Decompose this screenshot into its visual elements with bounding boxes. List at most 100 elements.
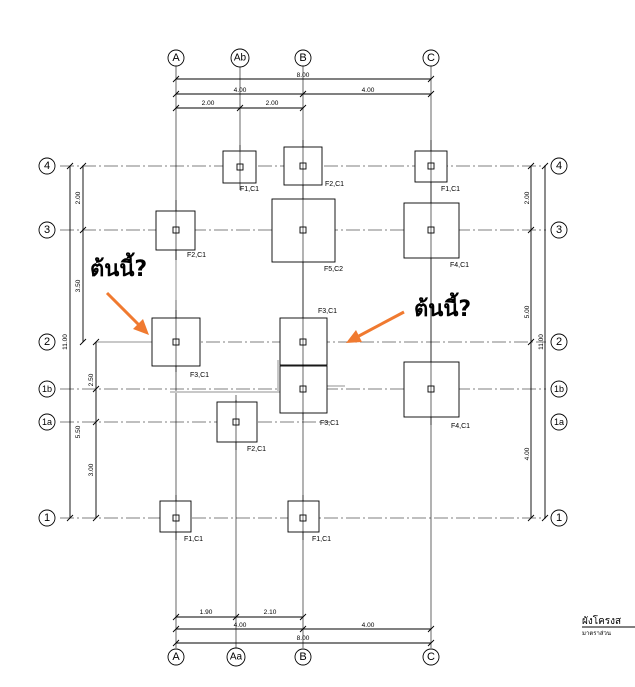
grid-bubble-label: 4 xyxy=(44,160,50,172)
grid-bubble-1a xyxy=(550,413,568,431)
grid-bubble-C xyxy=(422,648,440,666)
footing-c1b xyxy=(403,361,460,418)
grid-bubble-3 xyxy=(550,221,568,239)
footing-label: F1,C1 xyxy=(240,186,259,193)
grid-bubble-4 xyxy=(550,157,568,175)
grid-bubble-Aa xyxy=(226,647,246,667)
grid-bubble-label: 4 xyxy=(556,160,562,172)
footings: F1,C1 F2,C1 F1,C1 F2,C1 F5,C2 F4,C1 F3,C… xyxy=(151,146,470,543)
right-dimensions: 2.00 5.00 4.00 11.00 xyxy=(524,162,549,522)
footing-a3 xyxy=(155,210,196,251)
annotation-left: ต้นนี้? xyxy=(90,252,149,335)
arrowhead-right-icon xyxy=(346,330,362,343)
dim-bottom-ab: 4.00 xyxy=(234,622,247,629)
dim-top-bc: 4.00 xyxy=(362,87,375,94)
footing-label: F3,C1 xyxy=(190,372,209,379)
grid-bubble-B xyxy=(294,49,312,67)
footing-label: F3,C1 xyxy=(318,308,337,315)
question-label-left: ต้นนี้? xyxy=(90,252,147,282)
arrowhead-left-icon xyxy=(133,319,149,335)
grid-bubble-label: 2 xyxy=(556,336,562,348)
footing-label: F4,C1 xyxy=(451,423,470,430)
footing-b2 xyxy=(279,317,328,366)
footing-label: F2,C1 xyxy=(187,252,206,259)
footing-label: F1,C1 xyxy=(312,536,331,543)
question-label-right: ต้นนี้? xyxy=(414,292,471,322)
grid-bubble-label: Ab xyxy=(234,53,247,64)
dim-bottom-aa-b: 2.10 xyxy=(264,609,277,616)
grid-bubble-3 xyxy=(38,221,56,239)
grid-bubble-label: 2 xyxy=(44,336,50,348)
grid-bubble-A xyxy=(167,648,185,666)
dim-top-a-ab: 2.00 xyxy=(202,100,215,107)
grid-bubble-label: 1 xyxy=(44,512,50,524)
grid-bubble-Ab xyxy=(230,48,250,68)
footing-a1 xyxy=(159,500,192,533)
footing-label: F4,C1 xyxy=(450,262,469,269)
grid-bubble-C xyxy=(422,49,440,67)
grid-bubble-label: A xyxy=(172,651,180,663)
arrow-right-icon xyxy=(356,310,405,339)
grid-bubble-1 xyxy=(550,509,568,527)
grid-bubble-label: 1a xyxy=(42,417,52,427)
column-bubbles-top: A Ab B C xyxy=(167,48,440,68)
dim-top-ab-b: 2.00 xyxy=(266,100,279,107)
dim-right-r4-r3: 2.00 xyxy=(524,191,531,204)
footing-b1b xyxy=(279,365,328,414)
footing-ab4 xyxy=(222,150,257,184)
grid-bubble-label: B xyxy=(299,651,306,663)
left-dimensions: 11.00 2.00 3.50 2.50 5.50 3.00 xyxy=(62,162,100,522)
grid-bubble-label: 1b xyxy=(554,384,564,394)
dim-right-total: 11.00 xyxy=(538,334,545,350)
arrow-left-icon xyxy=(105,291,142,328)
grid-bubble-1b xyxy=(38,380,56,398)
dim-top-ab: 4.00 xyxy=(234,87,247,94)
grid-bubble-label: C xyxy=(427,52,435,64)
footing-label: F1,C1 xyxy=(184,536,203,543)
grid-bubble-A xyxy=(167,49,185,67)
column-bubbles-bottom: A Aa B C xyxy=(167,647,440,667)
grid-bubble-label: 3 xyxy=(44,224,50,236)
footing-b1 xyxy=(287,500,320,533)
grid-bubble-label: A xyxy=(172,52,180,64)
title-block: ผังโครงส มาตราส่วน xyxy=(582,614,635,637)
grid-bubble-label: B xyxy=(299,52,306,64)
dim-top-total: 8.00 xyxy=(297,72,310,79)
footing-b3 xyxy=(271,198,336,263)
grid-bubble-label: 1a xyxy=(554,417,564,427)
footing-label: F1,C1 xyxy=(441,186,460,193)
grid-bubble-label: 1b xyxy=(42,384,52,394)
grid-bubble-label: C xyxy=(427,651,435,663)
grid-bubble-2 xyxy=(550,333,568,351)
dim-left-r2-r1b: 2.50 xyxy=(88,373,95,386)
dim-right-r3-r2: 5.00 xyxy=(524,305,531,318)
dim-left-r4-r3: 2.00 xyxy=(75,191,82,204)
grid-bubble-1 xyxy=(38,509,56,527)
grid-bubble-1a xyxy=(38,413,56,431)
grid-bubble-4 xyxy=(38,157,56,175)
footing-aa1a xyxy=(216,401,258,443)
dim-bottom-bc: 4.00 xyxy=(362,622,375,629)
grid-bubble-1b xyxy=(550,380,568,398)
annotation-right: ต้นนี้? xyxy=(346,292,471,343)
row-bubbles-left: 4 3 2 1b 1a 1 xyxy=(38,157,56,527)
dim-bottom-total: 8.00 xyxy=(297,635,310,642)
dim-left-r1b-r1: 5.50 xyxy=(75,425,82,438)
dim-left-total: 11.00 xyxy=(62,334,69,350)
top-dimensions: 8.00 4.00 4.00 2.00 2.00 xyxy=(172,72,435,112)
drawing-title: ผังโครงส xyxy=(582,614,621,627)
footing-label: F2,C1 xyxy=(247,446,266,453)
drawing-scale: มาตราส่วน xyxy=(582,630,611,637)
grid-bubble-label: Aa xyxy=(230,652,243,663)
bottom-dimensions: 1.90 2.10 4.00 4.00 8.00 xyxy=(172,609,435,647)
dim-right-r2-r1: 4.00 xyxy=(524,447,531,460)
dim-left-r1a-r1: 3.00 xyxy=(88,463,95,476)
grid-overlays xyxy=(175,140,432,540)
footing-c3 xyxy=(403,202,460,259)
dim-left-r3-r2: 3.50 xyxy=(75,279,82,292)
row-bubbles-right: 4 3 2 1b 1a 1 xyxy=(550,157,568,527)
dim-bottom-a-aa: 1.90 xyxy=(200,609,213,616)
footing-label: F5,C2 xyxy=(324,266,343,273)
grid-bubble-B xyxy=(294,648,312,666)
